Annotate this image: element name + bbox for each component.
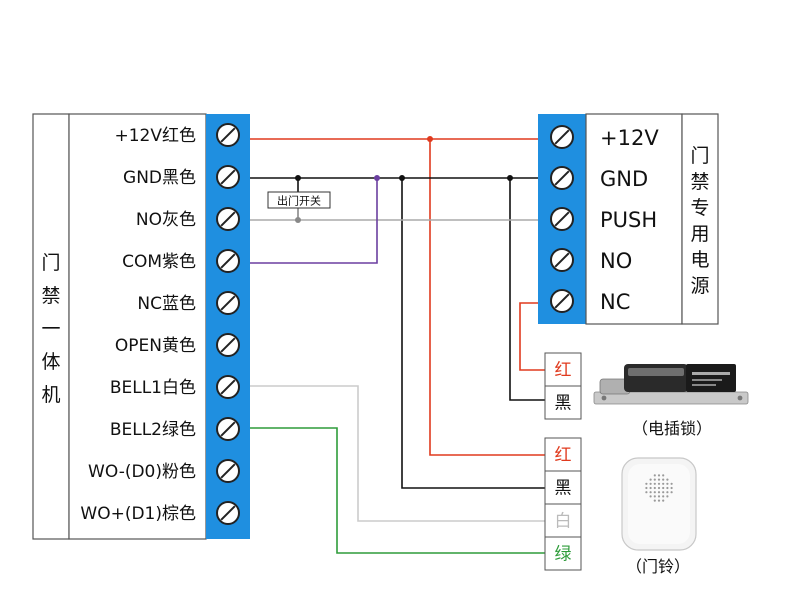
wire-tag-box: [544, 385, 582, 420]
electric-lock-image: [593, 364, 749, 405]
lock-wire-tags: 红黑: [544, 352, 582, 420]
wire-bell1-white: [250, 385, 545, 522]
controller-screw-icon: [216, 417, 240, 441]
psu-title-box: [681, 113, 719, 325]
wire-tag-label: 红: [555, 446, 572, 466]
psu-terminal-label: +12V: [600, 126, 659, 150]
wire-tag-label: 红: [555, 361, 572, 381]
lock-caption: （电插锁）: [632, 419, 712, 438]
controller-terminal-label: OPEN黄色: [115, 336, 196, 356]
doorbell-image: [621, 457, 697, 551]
psu-screw-icon: [550, 125, 574, 149]
controller-screw-icon: [216, 375, 240, 399]
wire-tag-box: [544, 437, 582, 472]
wire-tag-label: 黑: [555, 394, 572, 414]
wires: [250, 138, 545, 554]
psu-terminal-label: PUSH: [600, 208, 657, 232]
exit-switch-box: [267, 191, 331, 209]
controller-screws: [216, 123, 240, 525]
wire-bell2-green: [250, 427, 545, 554]
psu-title-char: 门: [690, 145, 709, 167]
controller-title-char: 门: [41, 252, 60, 274]
controller-screw-icon: [216, 459, 240, 483]
psu-title-char: 电: [690, 249, 709, 271]
psu-label-box: [585, 113, 683, 325]
controller-screw-icon: [216, 501, 240, 525]
wire-tag-label: 绿: [555, 545, 572, 565]
junction-gnd-lock: [507, 175, 513, 181]
junction-purple: [374, 175, 380, 181]
controller-screw-icon: [216, 207, 240, 231]
controller-title-box: [32, 113, 70, 540]
controller-terminal-label: WO+(D1)棕色: [80, 504, 196, 524]
wire-tag-box: [544, 503, 582, 538]
controller-title-char: 一: [41, 318, 60, 340]
controller-terminal-label: NO灰色: [136, 210, 196, 230]
wire-tag-label: 白: [555, 512, 572, 532]
wire-junctions: [295, 136, 513, 223]
wire-gnd-to-bell: [401, 178, 545, 489]
wire-com-purple: [250, 178, 378, 264]
bell-caption: （门铃）: [626, 557, 690, 576]
psu-title-char: 源: [690, 275, 709, 297]
controller-screw-icon: [216, 333, 240, 357]
psu-title-char: 专: [690, 197, 709, 219]
controller-title-char: 体: [41, 351, 60, 373]
exit-switch-label: 出门开关: [277, 194, 321, 208]
psu-title-char: 用: [690, 223, 709, 245]
junction-red: [427, 136, 433, 142]
wire-tag-label: 黑: [555, 479, 572, 499]
psu-screws: [550, 125, 574, 313]
wire-nc-to-lock: [519, 302, 545, 371]
junction-switch-no: [295, 217, 301, 223]
psu-terminal-label: NO: [600, 249, 632, 273]
controller-terminal-label: BELL1白色: [110, 378, 196, 398]
controller-terminal-label: BELL2绿色: [110, 420, 196, 440]
junction-switch: [295, 175, 301, 181]
wire-tag-box: [544, 470, 582, 505]
controller-terminal-label: +12V红色: [114, 126, 196, 146]
controller-terminal-label: NC蓝色: [137, 294, 196, 314]
controller-label-box: [68, 113, 207, 540]
psu-terminal-labels: +12V GND PUSH NO NC: [600, 126, 659, 314]
psu-screw-icon: [550, 248, 574, 272]
wire-red-to-bell: [429, 139, 545, 456]
controller-terminal-labels: +12V红色 GND黑色 NO灰色 COM紫色 NC蓝色 OPEN黄色 BELL1白色 BEL…: [80, 126, 196, 524]
controller-title-char: 禁: [41, 285, 60, 307]
controller-screw-icon: [216, 165, 240, 189]
controller-screw-icon: [216, 123, 240, 147]
junction-gnd-bell: [399, 175, 405, 181]
controller-screw-icon: [216, 291, 240, 315]
psu-screw-icon: [550, 289, 574, 313]
controller-title-char: 机: [41, 384, 60, 406]
controller-terminal-label: WO-(D0)粉色: [88, 462, 196, 482]
controller-terminal-label: COM紫色: [122, 252, 196, 272]
psu-title-char: 禁: [690, 171, 709, 193]
controller-screw-icon: [216, 249, 240, 273]
wire-gnd-to-lock: [509, 178, 545, 401]
psu-screw-icon: [550, 207, 574, 231]
controller-terminal-label: GND黑色: [123, 168, 196, 188]
wire-tag-box: [544, 536, 582, 571]
psu-screw-icon: [550, 166, 574, 190]
psu-terminal-label: GND: [600, 167, 648, 191]
psu-terminal-label: NC: [600, 290, 630, 314]
